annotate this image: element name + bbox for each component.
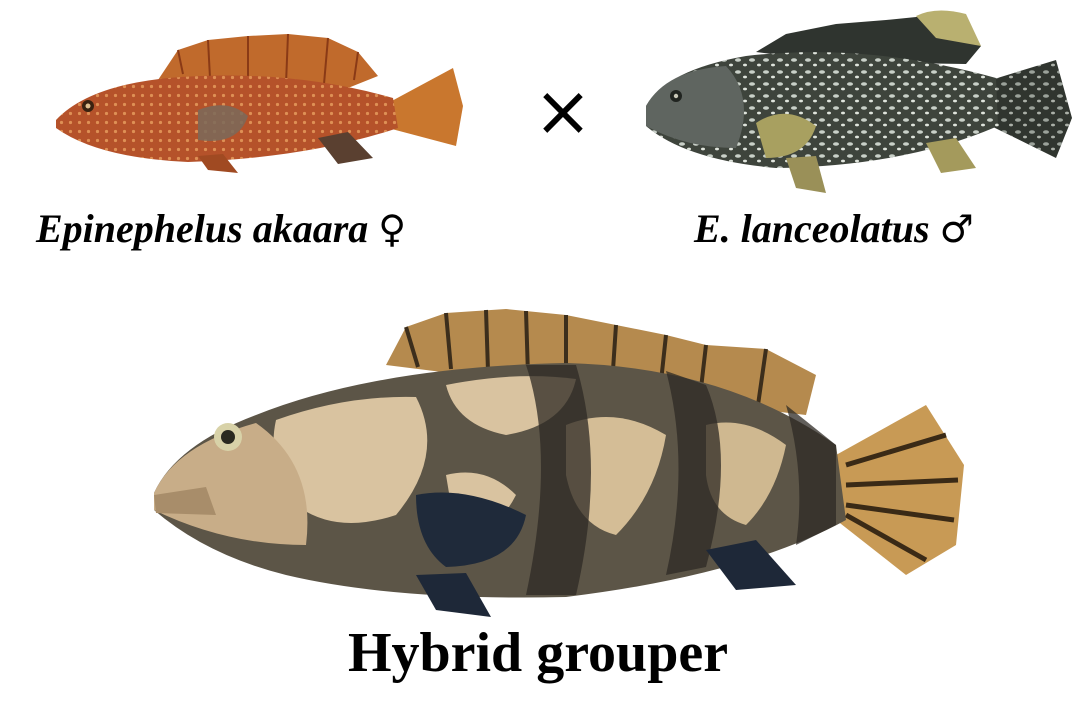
giant-grouper-image bbox=[636, 8, 1072, 198]
female-parent-label: Epinephelus akaara ♀ bbox=[36, 205, 406, 252]
female-species-name: Epinephelus akaara bbox=[36, 206, 368, 251]
female-symbol-icon: ♀ bbox=[378, 207, 406, 251]
hybrid-grouper-image bbox=[146, 305, 968, 623]
red-spotted-grouper-image bbox=[48, 28, 468, 188]
male-species-name: E. lanceolatus bbox=[694, 206, 930, 251]
cross-symbol: × bbox=[528, 76, 598, 146]
hybrid-grouper-label: Hybrid grouper bbox=[0, 621, 1076, 685]
male-symbol-icon: ♂ bbox=[940, 207, 974, 251]
male-parent-label: E. lanceolatus ♂ bbox=[694, 205, 974, 252]
